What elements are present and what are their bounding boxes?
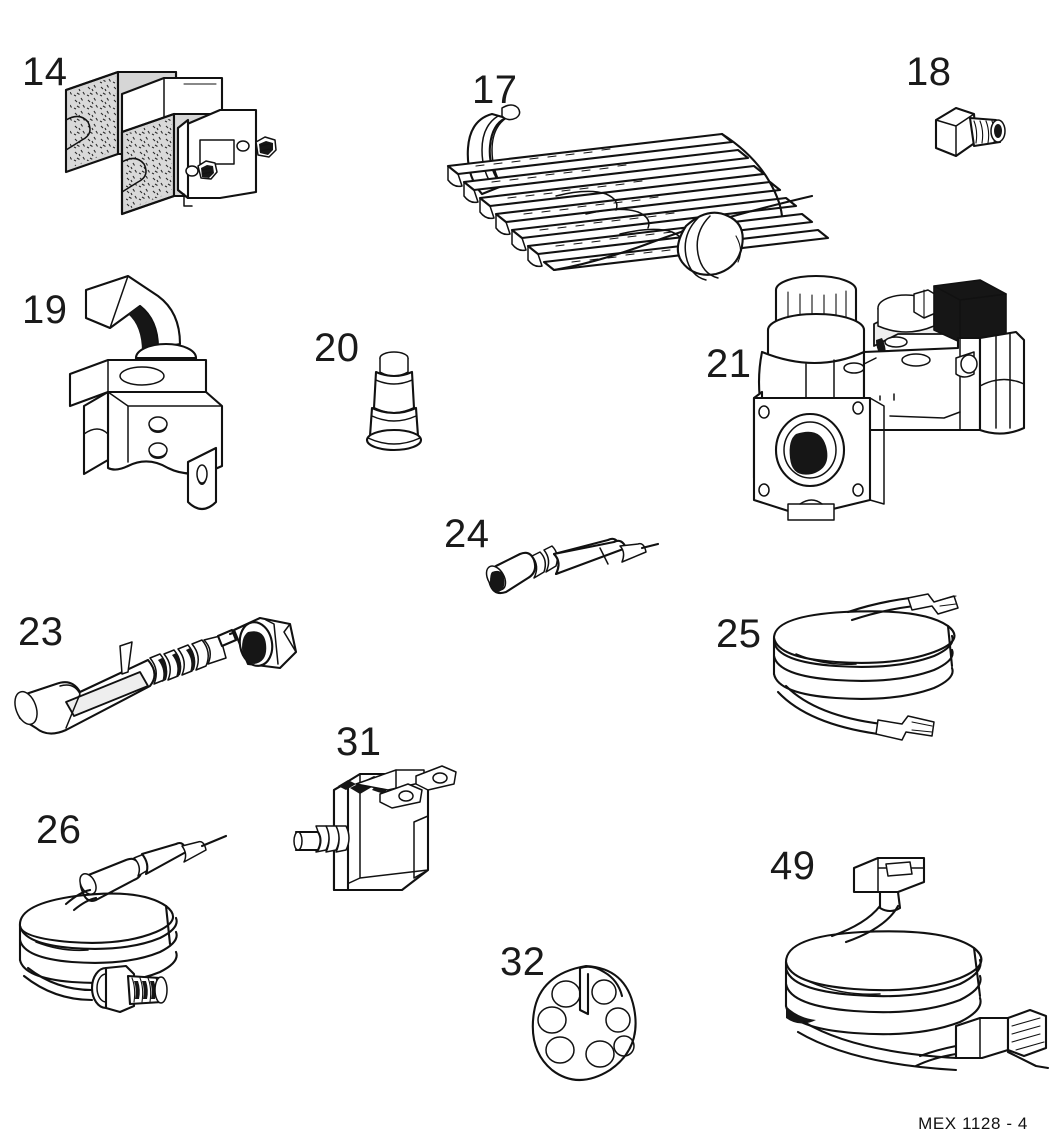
burner-fin (494, 180, 782, 236)
drawing-reference-code: MEX 1128 - 4 (918, 1114, 1028, 1133)
spade-terminal-top (907, 593, 959, 615)
side-panel-detail (413, 815, 429, 879)
harness-coil (784, 930, 983, 1036)
part-24-ignition-electrode (480, 537, 670, 604)
union-nut-26 (90, 964, 168, 1014)
hex-nut-inner (197, 160, 218, 180)
cable-tail-top (846, 596, 916, 622)
part-14-burner-gasket-plate-assembly (60, 58, 300, 238)
burner-body-sweep (552, 132, 814, 272)
hex-nut-outer (255, 136, 277, 158)
callout-21: 21 (706, 342, 752, 386)
callout-49: 49 (770, 844, 816, 888)
mounting-plate (176, 108, 258, 207)
thermocouple-tip (79, 834, 228, 902)
callout-25: 25 (716, 612, 762, 656)
probe-flag-tab (119, 641, 133, 675)
callout-31: 31 (336, 720, 382, 764)
threaded-spigot (968, 116, 1006, 148)
probe-ribs (149, 639, 209, 685)
part-19-pilot-burner-bracket (54, 270, 274, 540)
nozzle-shaft (372, 370, 416, 415)
coil-tail-bottom (22, 966, 94, 1002)
mounting-lug (186, 446, 218, 511)
part-26-thermocouple-coiled-lead (10, 826, 260, 1016)
electrode-pin (619, 542, 660, 563)
callout-26: 26 (36, 808, 82, 852)
mounting-tab-rear (415, 765, 457, 791)
probe-body (14, 658, 156, 735)
harness-lead-bottom (796, 1020, 958, 1072)
nozzle-base (365, 406, 423, 452)
burner-fin (510, 196, 798, 252)
plug-connector (914, 1008, 1050, 1070)
part-18-hex-nut-fitting (920, 98, 1020, 188)
part-23-thermocouple-probe-with-nut (8, 610, 308, 755)
electrode-shaft (552, 537, 628, 576)
capillary-coil (18, 892, 178, 984)
union-nut (232, 616, 298, 670)
valve-link-rods (863, 357, 961, 419)
pilot-hood (84, 274, 182, 352)
cap-perforations (537, 979, 635, 1068)
block-connector (852, 856, 926, 913)
mounting-tab-front (379, 783, 423, 809)
callout-24: 24 (444, 512, 490, 556)
callout-14: 14 (22, 50, 68, 94)
electrode-socket (485, 551, 537, 595)
coil-tail-top (64, 888, 98, 912)
callout-18: 18 (906, 50, 952, 94)
valve-right-body (862, 336, 982, 432)
cap-outline (531, 964, 637, 1081)
callout-23: 23 (18, 610, 64, 654)
spade-terminal-bottom (875, 715, 935, 741)
burner-fins (446, 132, 830, 272)
part-25-coiled-lead-spade-terminals (762, 593, 992, 744)
callout-20: 20 (314, 326, 360, 370)
part-31-piezo-igniter-switch (293, 760, 466, 910)
callout-17: 17 (472, 68, 518, 112)
cable-coil (772, 610, 956, 700)
cap-tab (578, 965, 624, 1016)
part-20-injector-nozzle (358, 346, 438, 461)
bracket-body (68, 358, 224, 476)
nozzle-tip (379, 351, 409, 377)
valve-end-cap (978, 330, 1026, 435)
part-17-finned-burner-bar (436, 96, 830, 286)
valve-base-flange (752, 390, 885, 521)
hex-body (934, 106, 978, 158)
electrode-collar (531, 545, 559, 579)
callout-32: 32 (500, 940, 546, 984)
part-49-coiled-harness-connector (768, 850, 1050, 1080)
push-shaft (293, 825, 350, 853)
part-32-perforated-burner-cap (531, 962, 642, 1081)
cable-tail-bottom (776, 684, 884, 736)
callout-19: 19 (22, 288, 68, 332)
coil-black (933, 279, 1007, 343)
part-21-gas-control-valve (748, 268, 1038, 528)
burner-end-cap (676, 211, 744, 281)
burner-fin (462, 148, 750, 204)
